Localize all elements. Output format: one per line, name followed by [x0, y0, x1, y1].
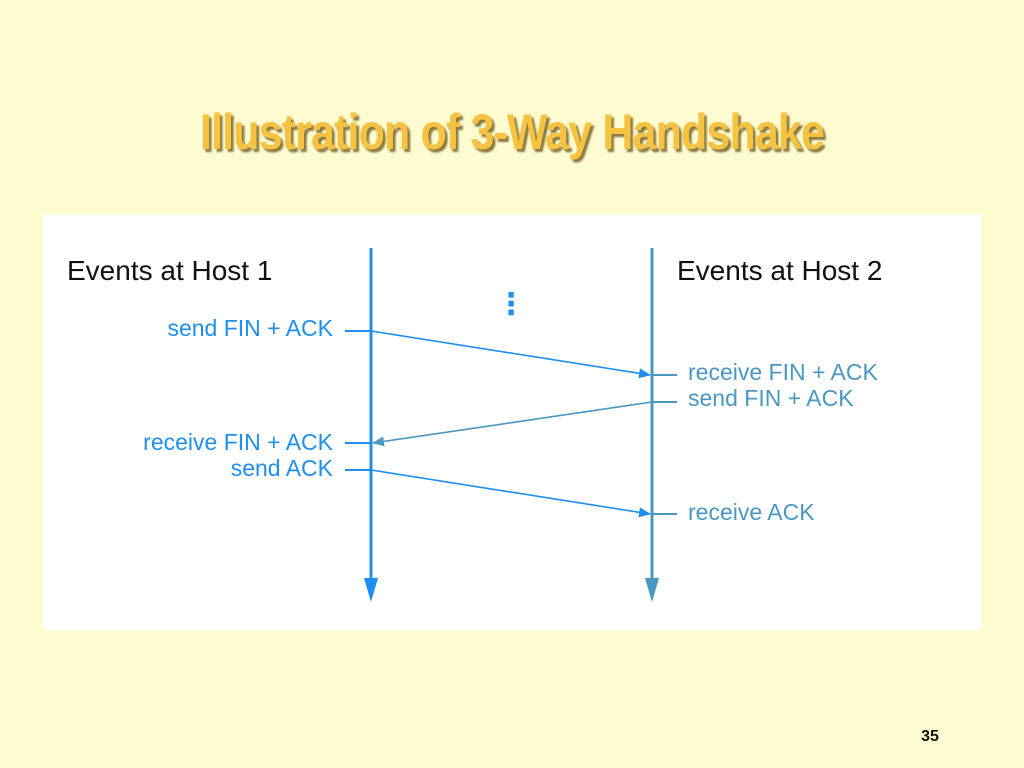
message-arrow-ack-to-host2	[370, 469, 651, 518]
host2-event-receive-ack: receive ACK	[688, 499, 815, 525]
host2-heading: Events at Host 2	[677, 255, 882, 286]
slide-title: Illustration of 3-Way Handshake	[199, 104, 825, 160]
page-number: 35	[921, 728, 939, 745]
host1-heading: Events at Host 1	[67, 255, 272, 286]
host2-timeline-arrowhead	[645, 578, 659, 602]
message-arrow-fin-ack-to-host2	[370, 330, 651, 379]
message-arrow-fin-ack-to-host1	[372, 401, 653, 447]
diagram-panel: Events at Host 1 Events at Host 2 ⋮ send…	[43, 214, 981, 630]
host1-event-receive-fin-ack: receive FIN + ACK	[143, 429, 333, 455]
host1-timeline-arrowhead	[364, 578, 378, 602]
handshake-diagram: Events at Host 1 Events at Host 2 ⋮ send…	[67, 248, 882, 602]
ellipsis: ⋮	[496, 287, 526, 322]
host1-event-send-fin-ack: send FIN + ACK	[167, 315, 333, 341]
host1-event-send-ack: send ACK	[231, 455, 334, 481]
host2-event-receive-fin-ack: receive FIN + ACK	[688, 359, 878, 385]
host2-event-send-fin-ack: send FIN + ACK	[688, 385, 854, 411]
